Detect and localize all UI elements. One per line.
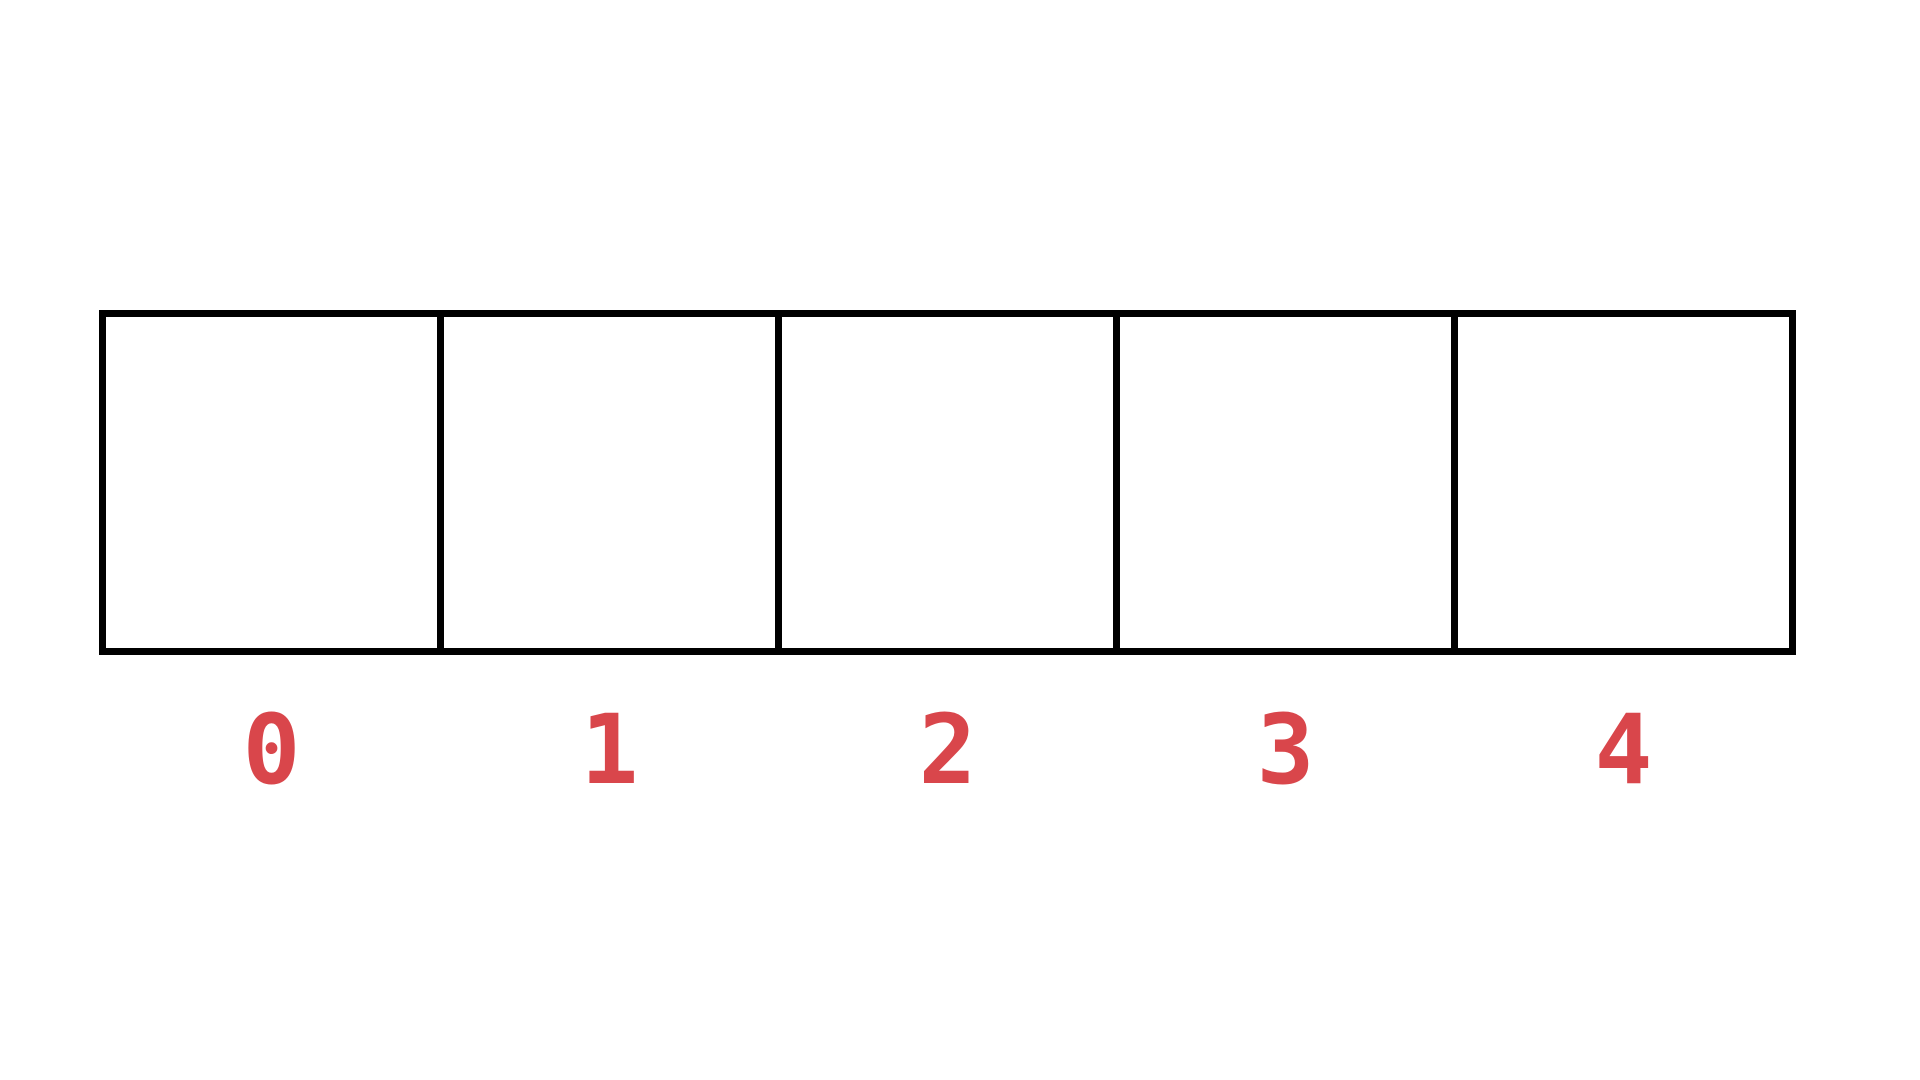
array-cell-2 (775, 310, 1120, 655)
index-label-4: 4 (1594, 694, 1653, 806)
array-cell-1 (437, 310, 782, 655)
index-label-2: 2 (918, 694, 977, 806)
index-label-0: 0 (242, 694, 301, 806)
index-label-1: 1 (580, 694, 639, 806)
array-cells (99, 310, 1796, 655)
array-indices: 0 1 2 3 4 (99, 700, 1796, 800)
array-cell-4 (1451, 310, 1796, 655)
array-cell-3 (1113, 310, 1458, 655)
array-cell-0 (99, 310, 444, 655)
index-label-3: 3 (1256, 694, 1315, 806)
